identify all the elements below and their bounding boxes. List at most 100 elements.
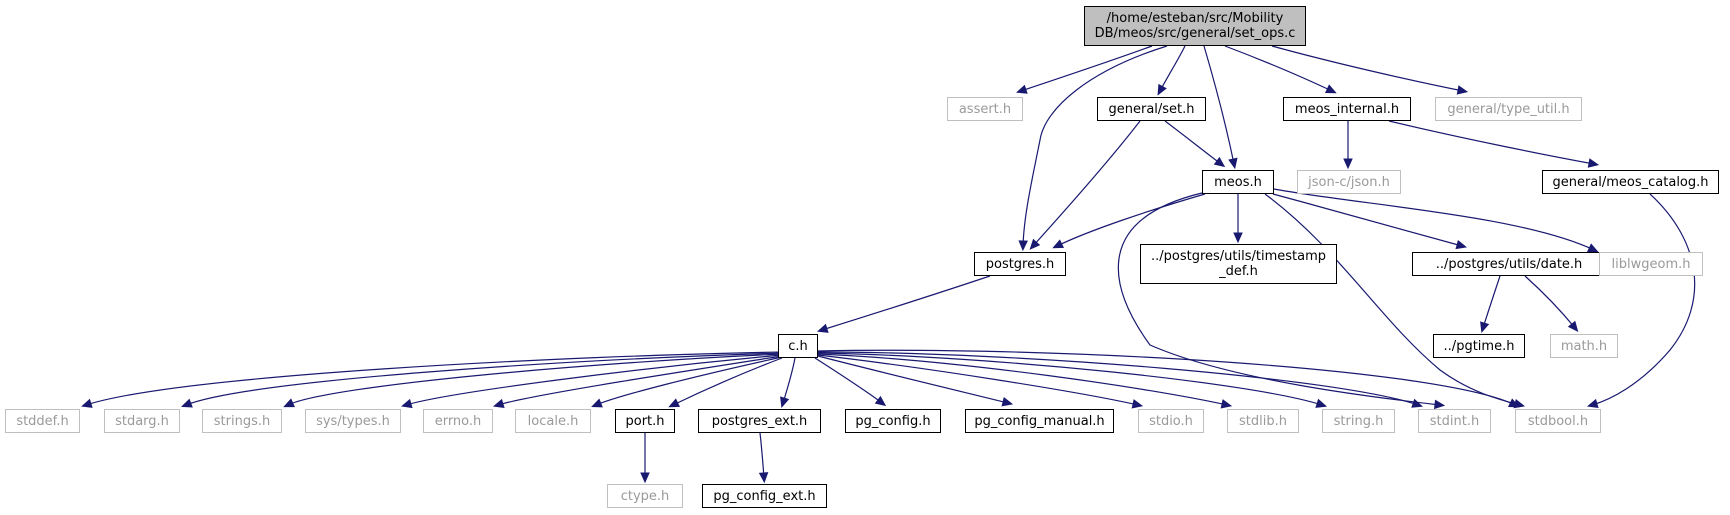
node-errno-h: errno.h (423, 409, 493, 433)
edge-meos-to-date (1272, 193, 1468, 250)
edge-c-to-stdio (817, 354, 1144, 409)
edge-meos-internal-to-json (1343, 120, 1353, 170)
node-pg-config-manual-h[interactable]: pg_config_manual.h (965, 409, 1114, 433)
edge-catalog-to-stdbool (1586, 193, 1696, 409)
edge-c-to-stdbool (817, 349, 1520, 408)
arrowhead (1567, 320, 1579, 333)
edge-c-to-sys-types (400, 354, 783, 409)
arrowhead (1455, 239, 1468, 250)
arrowhead (1213, 156, 1226, 168)
arrowhead (1029, 238, 1041, 250)
node-c-h[interactable]: c.h (778, 334, 818, 358)
arrowhead (1433, 399, 1446, 410)
node-general-set-h[interactable]: general/set.h (1097, 97, 1206, 121)
arrowhead (283, 398, 295, 408)
arrowhead (1411, 398, 1423, 408)
edge-set-ops-to-meos-internal (1224, 45, 1337, 94)
arrowhead (1233, 232, 1243, 244)
edge-set-ops-to-assert (1016, 45, 1153, 94)
edge-meos-to-stdbool (1264, 193, 1526, 409)
arrowhead (817, 323, 829, 333)
edge-c-to-pg-config-manual (817, 355, 1014, 407)
node-assert-h: assert.h (947, 97, 1023, 121)
node-date-h[interactable]: ../postgres/utils/date.h (1412, 252, 1606, 276)
arrowhead (1324, 84, 1337, 94)
edge-general-set-to-meos (1164, 120, 1226, 168)
edge-c-to-stdlib (817, 353, 1233, 409)
arrowhead (758, 472, 769, 484)
node-math-h: math.h (1550, 334, 1618, 358)
node-stddef-h: stddef.h (5, 409, 80, 433)
edge-c-to-stdarg (181, 352, 783, 408)
node-json-h: json-c/json.h (1297, 170, 1401, 194)
arrowhead (81, 398, 93, 408)
edge-c-to-pg-config (814, 357, 887, 407)
node-pg-config-h[interactable]: pg_config.h (845, 409, 941, 433)
node-port-h[interactable]: port.h (615, 409, 675, 433)
edge-date-to-math (1524, 275, 1579, 333)
node-meos-h[interactable]: meos.h (1202, 170, 1274, 194)
edge-c-to-port (668, 357, 783, 408)
arrowhead (780, 396, 790, 408)
edge-date-to-pgtime (1480, 275, 1501, 333)
arrowhead (1052, 239, 1065, 249)
node-pgtime-h[interactable]: ../pgtime.h (1433, 334, 1525, 358)
node-stdint-h: stdint.h (1418, 409, 1491, 433)
arrowhead (1586, 398, 1599, 409)
node-postgres-h[interactable]: postgres.h (974, 252, 1066, 276)
edge-set-ops-to-type-util (1271, 45, 1469, 95)
edge-set-ops-to-postgres (1018, 45, 1168, 252)
edge-c-to-locale (591, 356, 783, 408)
arrowhead (591, 398, 603, 408)
arrowhead (400, 398, 413, 409)
edge-meos-to-postgres (1052, 193, 1206, 249)
edge-set-ops-to-meos (1203, 45, 1238, 170)
arrowhead (1587, 243, 1599, 253)
node-set-ops-c: /home/esteban/src/Mobility DB/meos/src/g… (1084, 6, 1306, 46)
arrowhead (640, 472, 650, 484)
edge-general-set-to-postgres (1029, 120, 1141, 250)
arrowhead (668, 398, 681, 408)
edge-c-to-string (817, 352, 1327, 408)
node-liblwgeom-h: liblwgeom.h (1599, 252, 1703, 276)
edge-meos-to-timestamp (1233, 194, 1243, 244)
arrowhead (181, 398, 193, 408)
arrowhead (1131, 399, 1144, 409)
edge-meos-internal-to-catalog (1388, 120, 1600, 168)
arrowhead (1228, 157, 1238, 170)
node-meos-internal-h[interactable]: meos_internal.h (1283, 97, 1411, 121)
arrowhead (1016, 84, 1028, 94)
node-locale-h: locale.h (515, 409, 591, 433)
node-stdbool-h: stdbool.h (1515, 409, 1601, 433)
arrowhead (874, 395, 887, 407)
arrowhead (1315, 398, 1327, 408)
edge-postgres-to-c (817, 275, 991, 333)
arrowhead (1587, 158, 1600, 168)
arrowhead (1480, 321, 1490, 333)
node-strings-h: strings.h (202, 409, 282, 433)
node-ctype-h: ctype.h (607, 484, 683, 508)
node-postgres-ext-h[interactable]: postgres_ext.h (698, 409, 821, 433)
node-stdlib-h: stdlib.h (1227, 409, 1299, 433)
node-timestamp-def-h[interactable]: ../postgres/utils/timestamp _def.h (1140, 244, 1337, 284)
node-meos-catalog-h[interactable]: general/meos_catalog.h (1542, 170, 1719, 194)
edge-c-to-stddef (81, 351, 783, 408)
edge-meos-to-liblwgeom (1273, 188, 1599, 253)
node-pg-config-ext-h[interactable]: pg_config_ext.h (702, 484, 827, 508)
edge-postgres-ext-to-pg-config-ext (758, 432, 769, 484)
arrowhead (1157, 83, 1167, 96)
node-sys-types-h: sys/types.h (305, 409, 401, 433)
arrowhead (1220, 399, 1233, 409)
arrowhead (1343, 158, 1353, 170)
arrowhead (492, 398, 505, 408)
arrowhead (1001, 397, 1014, 407)
node-string-h: string.h (1322, 409, 1395, 433)
node-stdarg-h: stdarg.h (104, 409, 180, 433)
edge-port-to-ctype (640, 433, 650, 484)
edge-set-ops-to-general-set (1157, 45, 1186, 96)
arrowhead (1018, 240, 1028, 252)
node-type-util-h: general/type_util.h (1435, 97, 1582, 121)
arrowhead (1456, 85, 1469, 95)
